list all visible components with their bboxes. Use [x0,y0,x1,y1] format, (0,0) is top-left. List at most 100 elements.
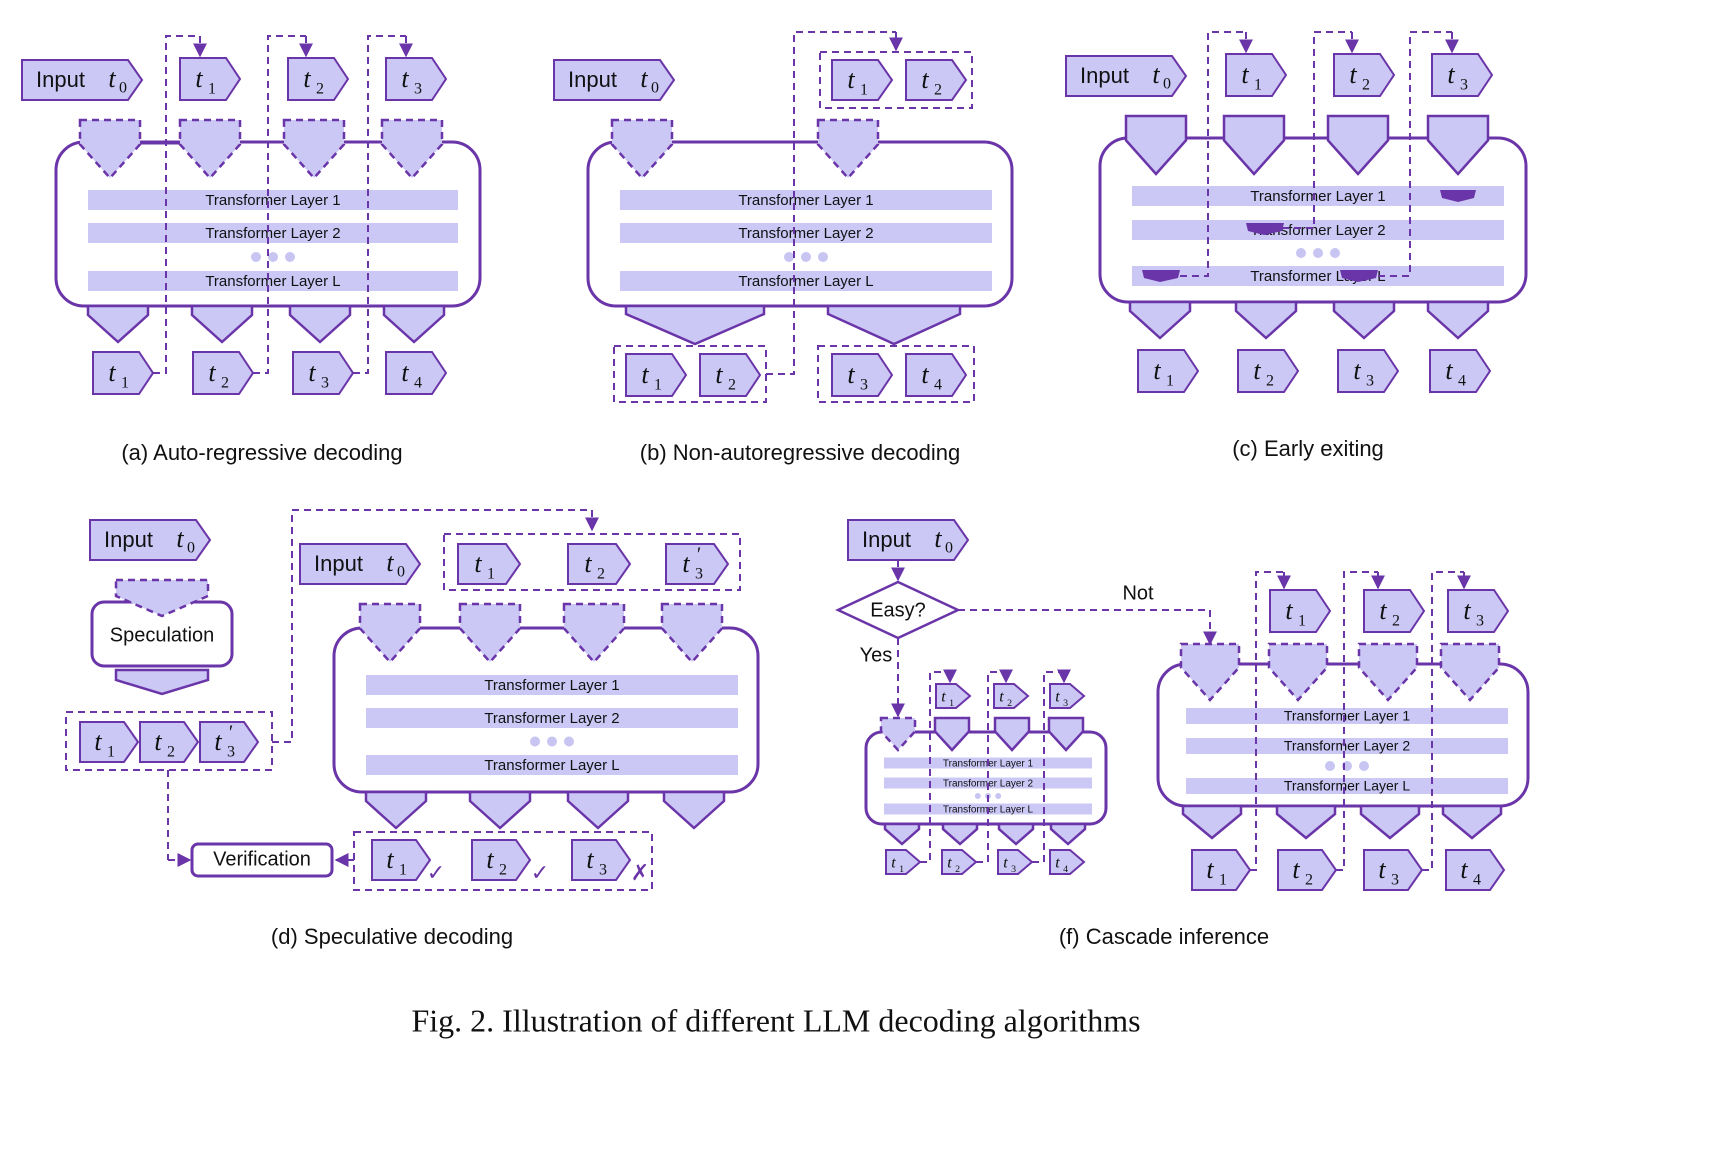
token-letter: t [1379,596,1387,625]
draft-line [272,509,592,743]
token-subscript: 2 [597,566,605,583]
output-head [1332,300,1396,340]
token-subscript: 3 [1460,77,1468,94]
input-head [993,716,1031,752]
layer-label: Transformer Layer 1 [205,192,340,209]
token-subscript: 4 [1458,373,1466,390]
token-letter: t [640,64,648,93]
output-head [1359,804,1421,840]
token-subscript: 2 [1362,77,1370,94]
transformer-layer-3 [1186,778,1508,794]
exit-marker [1142,270,1180,282]
token-letter: t [474,549,482,578]
layer-label: Transformer Layer 2 [1250,222,1385,239]
ellipsis-dot [784,252,794,262]
feedback-line [1180,31,1246,277]
token-letter: t [1003,855,1008,872]
input-head [1326,114,1390,176]
feedback-line [1378,31,1452,277]
token-letter: t [1253,356,1261,385]
output-head [662,790,726,830]
ellipsis-dot [1296,248,1306,258]
feedback-line [153,35,200,374]
token-subscript: 3 [1063,698,1068,709]
token-letter: t [847,65,855,94]
token-subscript: 1 [1166,373,1174,390]
token-1 [1137,349,1200,393]
output-head [1426,300,1490,340]
token-subscript: 2 [1392,613,1400,630]
token-subscript: 3 [695,566,703,583]
token-subscript: 3 [599,862,607,879]
token-letter: t [1445,356,1453,385]
input-head [879,716,917,752]
input-head [1179,642,1241,702]
token-subscript: 2 [955,864,960,875]
token-letter: t [1353,356,1361,385]
token-subscript: 1 [487,566,495,583]
token-4 [1049,849,1086,875]
token-1 [831,59,894,101]
token-letter: t [584,549,592,578]
token-3 [1447,589,1510,633]
token-subscript: 2 [1266,373,1274,390]
layer-label: Transformer Layer 1 [484,677,619,694]
layer-label: Transformer Layer 1 [738,192,873,209]
token-letter: t [1378,855,1386,884]
token-1 [935,683,972,709]
token-2 [567,543,632,585]
ellipsis-dot [268,252,278,262]
transformer-layer-1 [1186,708,1508,724]
token-subscript: 2 [221,375,229,392]
yes-label: Yes [860,644,893,666]
input-head [1439,642,1501,702]
input-head [660,602,724,664]
ellipsis-dot [285,252,295,262]
feedback-line [766,31,896,375]
ellipsis-dot [974,793,981,799]
layer-label: Transformer Layer L [484,757,619,774]
transformer-layer-2 [366,708,738,728]
layer-label: Transformer Layer 1 [1284,708,1411,724]
token-1 [92,351,155,395]
token-letter: t [921,360,929,389]
output-head [997,822,1035,846]
input-token [1065,55,1188,97]
input-head [178,118,242,180]
token-subscript: 0 [119,80,127,97]
exit-marker [1246,223,1284,235]
token-letter: t [641,360,649,389]
input-head [816,118,880,180]
token-subscript: 1 [860,82,868,99]
output-head [468,790,532,830]
token-group-box [817,345,975,403]
token-letter: t [1241,60,1249,89]
input-label: Input [1080,63,1129,88]
token-3 [1337,349,1400,393]
token-3 [571,839,632,881]
input-token [21,59,144,101]
token-letter: t [999,689,1004,706]
token-1 [1191,849,1252,891]
token-group-box [353,831,653,891]
input-head [610,118,674,180]
ellipsis-dot [995,793,1002,799]
input-label: Input [36,67,85,92]
no-label: Not [1122,582,1154,604]
layer-label: Transformer Layer 1 [1250,188,1385,205]
token-letter: t [401,64,409,93]
ellipsis-dot [530,736,540,747]
token-letter: t [214,727,222,756]
token-2 [699,353,762,397]
token-letter: t [715,360,723,389]
input-label: Input [862,527,911,552]
token-2 [1277,849,1338,891]
token-letter: t [586,845,594,874]
ellipsis-dot [1359,761,1369,771]
token-letter: t [308,358,316,387]
transformer-layer-1 [1132,186,1504,206]
token-letter: t [486,845,494,874]
token-letter: t [847,360,855,389]
input-head [458,602,522,664]
token-letter: t [1055,689,1060,706]
